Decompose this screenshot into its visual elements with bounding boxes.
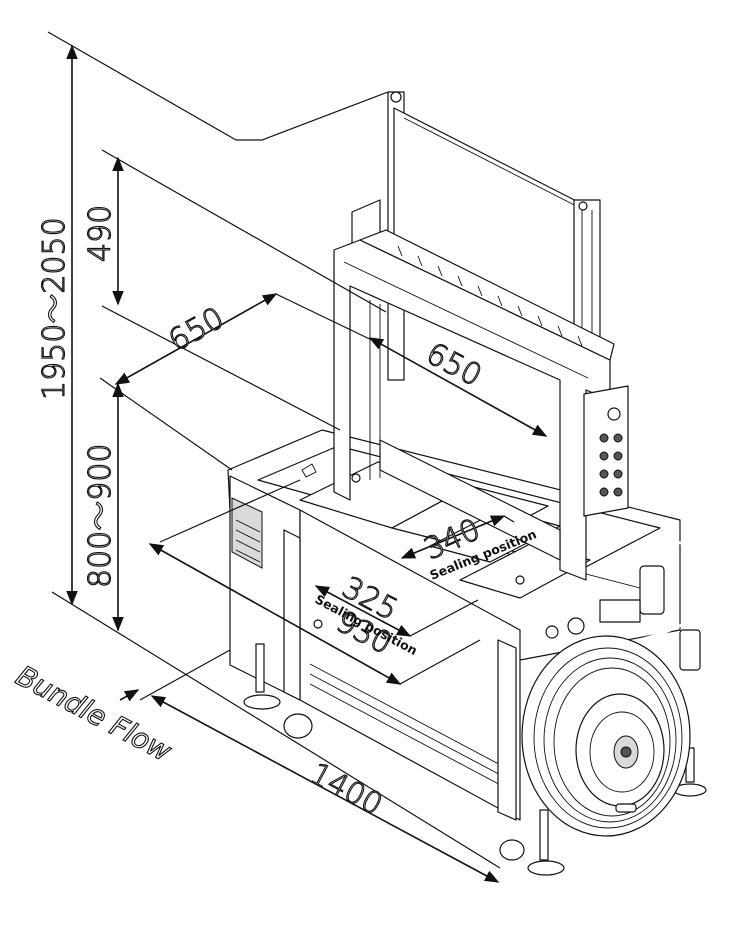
bundle-flow-arrow	[119, 689, 140, 702]
strapping-machine-illustration	[227, 91, 723, 876]
control-panel	[583, 385, 629, 517]
strapping-arch	[333, 229, 615, 581]
dim-total-height: 1950～2050	[37, 217, 72, 400]
dim-machine-length: 1400	[304, 756, 388, 823]
dim-arch-width: 650	[163, 301, 230, 359]
dim-table-height: 800～900	[83, 443, 118, 588]
arch-slots	[397, 245, 583, 347]
dim-top-clearance: 490	[83, 205, 118, 262]
dimension-lines	[47, 31, 548, 883]
bundle-flow-label: Bundle Flow	[11, 659, 177, 768]
side-handle-and-regulators	[545, 540, 723, 671]
strap-coil-reel	[521, 635, 691, 837]
rear-guide-frame	[351, 91, 601, 381]
